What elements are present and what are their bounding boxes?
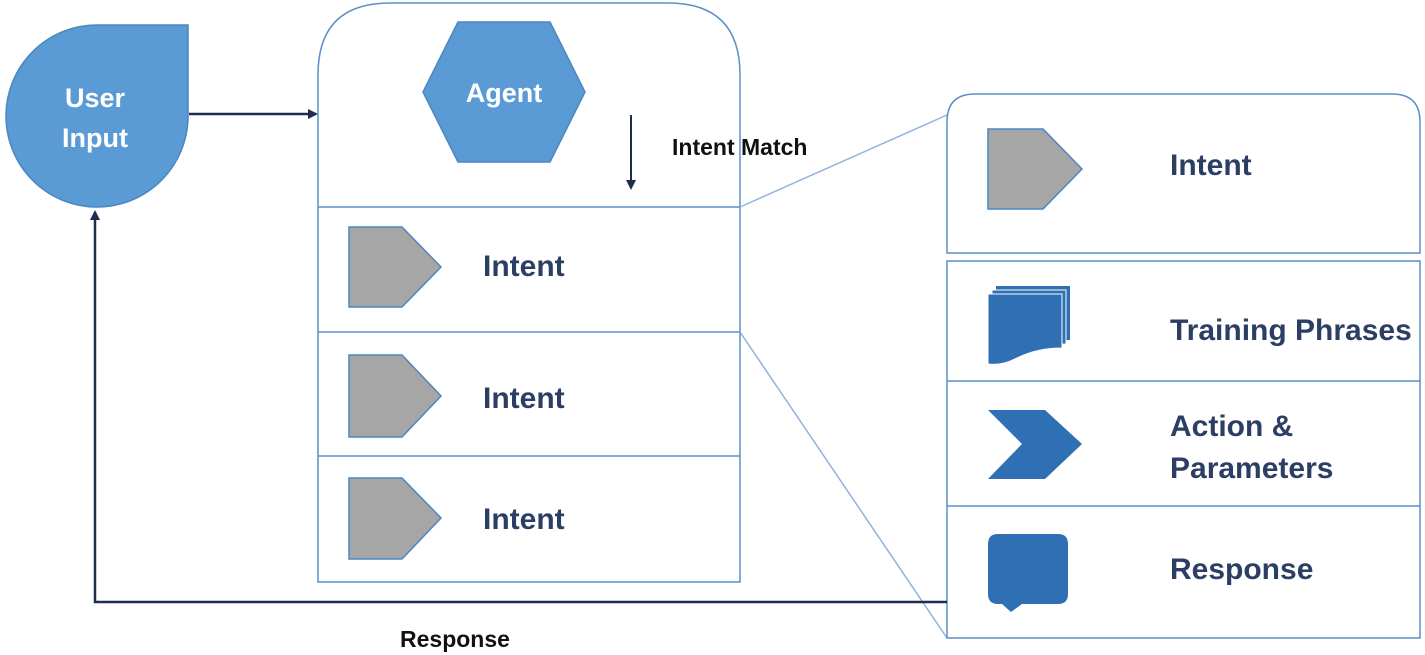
user-input-node: User Input — [5, 24, 189, 208]
agent-node: Agent — [422, 21, 586, 163]
detail-intent-box-outline — [946, 93, 1421, 254]
response-loop-arrow — [90, 210, 947, 604]
intent-match-label: Intent Match — [672, 134, 807, 160]
intent-label: Intent — [483, 503, 565, 536]
detail-intent-box: Intent — [946, 93, 1421, 254]
user-input-shape — [5, 24, 189, 208]
agent-container — [317, 2, 741, 583]
action-label-line2: Parameters — [1170, 452, 1333, 485]
speech-bubble-icon — [988, 534, 1068, 612]
intent-pentagon-icon — [348, 226, 443, 308]
training-phrases-label: Training Phrases — [1170, 314, 1412, 347]
training-phrases-row: Training Phrases — [987, 286, 1412, 365]
response-row: Response — [988, 534, 1313, 612]
chevron-icon — [988, 410, 1082, 479]
agent-hexagon-shape — [422, 21, 586, 163]
agent-container-outline — [317, 2, 741, 583]
action-label-line1: Action & — [1170, 410, 1293, 443]
response-label: Response — [1170, 553, 1313, 586]
intent-pentagon-icon — [348, 477, 443, 560]
detail-intent-label: Intent — [1170, 149, 1252, 182]
intent-pentagon-icon — [987, 128, 1084, 210]
multidocument-icon — [987, 286, 1070, 365]
intent-row-2: Intent — [348, 354, 565, 438]
agent-label: Agent — [466, 78, 543, 108]
response-arrow-label: Response — [400, 626, 510, 652]
intent-label: Intent — [483, 382, 565, 415]
detail-components-box: Training Phrases Action & Parameters Res… — [946, 260, 1421, 639]
intent-label: Intent — [483, 250, 565, 283]
action-parameters-row: Action & Parameters — [988, 410, 1333, 485]
intent-pentagon-icon — [348, 354, 443, 438]
zoom-line-bottom — [739, 331, 948, 639]
user-input-label-line2: Input — [62, 123, 128, 153]
intent-row-1: Intent — [348, 226, 565, 308]
user-input-label-line1: User — [65, 83, 126, 113]
zoom-line-top — [739, 114, 948, 208]
intent-row-3: Intent — [348, 477, 565, 560]
